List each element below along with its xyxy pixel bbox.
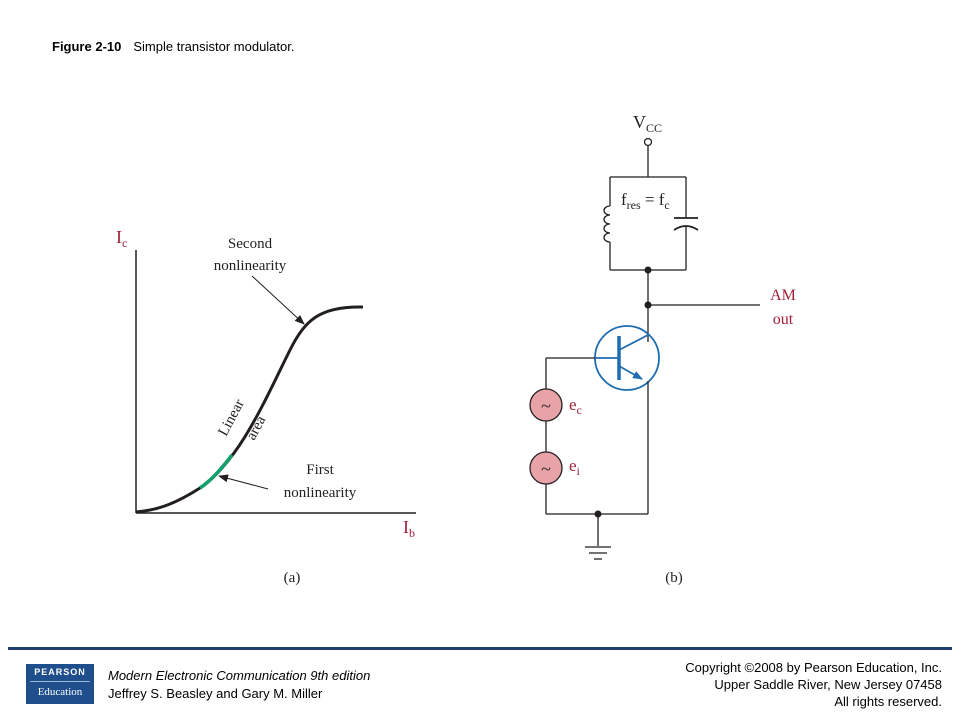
- pearson-logo: PEARSON Education: [26, 664, 94, 704]
- copyright-line: Copyright ©2008 by Pearson Education, In…: [685, 660, 942, 675]
- transfer-curve: [135, 305, 364, 514]
- linear-area-label-2: area: [243, 413, 269, 443]
- transfer-curve-graph: Ic Ib Second nonlinearity Linear area Fi…: [116, 227, 416, 586]
- footer-divider: [8, 647, 952, 650]
- logo-top-text: PEARSON: [34, 667, 86, 677]
- panel-label-a: (a): [284, 570, 301, 586]
- book-title: Modern Electronic Communication 9th edit…: [108, 668, 371, 683]
- vcc-label: VCC: [633, 112, 662, 135]
- figure-caption: Simple transistor modulator.: [133, 39, 295, 54]
- vcc-terminal: [643, 137, 653, 147]
- figure-title: Figure 2-10 Simple transistor modulator.: [52, 39, 294, 54]
- book-authors: Jeffrey S. Beasley and Gary M. Miller: [108, 686, 323, 701]
- figure-drawing: Ic Ib Second nonlinearity Linear area Fi…: [116, 112, 796, 586]
- tank-resonance-label: fres = fc: [621, 190, 670, 212]
- inductor-coil: [603, 205, 611, 243]
- first-nonlinearity-label-1: First: [306, 462, 334, 478]
- am-out-label-2: out: [773, 311, 794, 328]
- npn-transistor: [594, 325, 660, 391]
- publisher-address: Upper Saddle River, New Jersey 07458: [714, 677, 942, 692]
- figure-number: Figure 2-10: [52, 39, 122, 54]
- am-out-label-1: AM: [770, 287, 796, 304]
- first-nonlinearity-label-2: nonlinearity: [284, 485, 357, 501]
- carrier-source-symbol: ~: [541, 396, 551, 416]
- copyright-block: Copyright ©2008 by Pearson Education, In…: [685, 659, 942, 710]
- y-axis-label: Ic: [116, 227, 127, 250]
- first-nonlinearity-arrow: [218, 474, 269, 490]
- ground-symbol: [585, 546, 611, 560]
- transistor-emitter: [618, 365, 643, 380]
- second-nonlinearity-arrow: [251, 275, 305, 325]
- logo-divider: [30, 681, 90, 682]
- intelligence-source-label: ei: [569, 456, 581, 478]
- intelligence-source-symbol: ~: [541, 459, 551, 479]
- modulator-circuit: VCC fres = fc AM out: [529, 112, 796, 586]
- second-nonlinearity-label-1: Second: [228, 236, 273, 252]
- panel-label-b: (b): [665, 570, 683, 586]
- linear-area-label-1: Linear: [215, 397, 248, 439]
- x-axis-label: Ib: [403, 517, 415, 540]
- transistor-collector: [618, 334, 649, 351]
- linear-area-highlight: [199, 453, 234, 490]
- book-info: Modern Electronic Communication 9th edit…: [108, 667, 370, 703]
- carrier-source-label: ec: [569, 395, 582, 417]
- second-nonlinearity-label-2: nonlinearity: [214, 258, 287, 274]
- logo-bottom-text: Education: [37, 686, 83, 698]
- rights-line: All rights reserved.: [834, 694, 942, 709]
